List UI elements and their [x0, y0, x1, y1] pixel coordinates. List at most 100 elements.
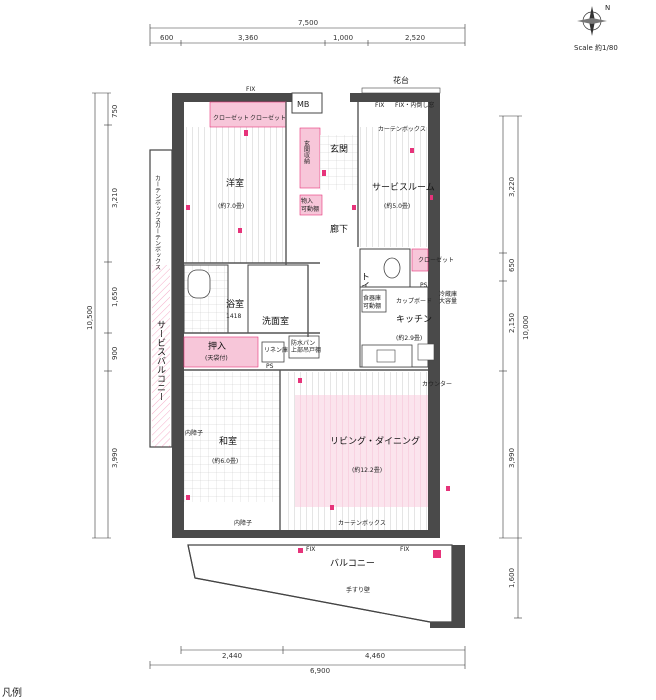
fix-bottom-left: FIX — [306, 546, 315, 553]
oshiire — [183, 336, 259, 368]
toilet-label: トイレ — [359, 272, 370, 299]
dim-left-total: 10,500 — [86, 306, 94, 331]
ps-2-label: PS — [420, 282, 428, 289]
curtain-box-bottom: カーテンボックス — [338, 519, 386, 527]
kitchen-size: (約2.9畳) — [396, 334, 422, 342]
dim-left-1: 750 — [111, 105, 119, 118]
linen-label: リネン庫 — [264, 346, 288, 354]
dim-right-3: 2,150 — [508, 313, 516, 333]
japanese-room-label: 和室 — [219, 435, 237, 447]
service-room — [358, 127, 428, 247]
hanadai-box — [361, 87, 441, 94]
storage-shelf — [299, 194, 323, 216]
legend-label: 凡例 — [2, 688, 22, 699]
right-dimensions — [499, 115, 522, 619]
closet-2-label: クローゼット — [250, 114, 286, 122]
western-room — [184, 127, 286, 263]
dim-left-4: 900 — [111, 347, 119, 360]
outlet-markers — [186, 130, 450, 558]
storage-note: 可動棚 — [301, 205, 319, 213]
dim-right-1: 3,220 — [508, 177, 516, 197]
ps-1-label: PS — [266, 363, 274, 370]
service-balcony-hatch — [152, 265, 170, 447]
closet-3 — [411, 248, 429, 272]
outer-walls — [172, 93, 440, 538]
dim-left-3: 1,650 — [111, 287, 119, 307]
service-balcony-label: サービスバルコニー — [155, 320, 166, 401]
scale-text: Scale 約1/80 — [574, 43, 618, 52]
interior-walls — [184, 102, 428, 530]
linen-closet — [261, 341, 285, 363]
dim-right-4: 3,990 — [508, 448, 516, 468]
hanadai-label: 花台 — [393, 75, 409, 85]
dim-left-5: 3,990 — [111, 448, 119, 468]
compass: N — [577, 4, 610, 36]
washroom-label: 洗面室 — [262, 315, 289, 327]
naishoji-2: 内障子 — [234, 519, 252, 527]
fix-top: FIX — [375, 102, 384, 109]
dim-left-2: 3,210 — [111, 188, 119, 208]
mb-box — [291, 92, 323, 114]
washer-pan-label: 防水パン — [291, 339, 315, 347]
dim-bottom-1: 2,440 — [222, 652, 242, 660]
fix-uchitaore: FIX・内倒し窓 — [395, 101, 434, 109]
toilet-room — [359, 248, 411, 288]
curtain-box-top: カーテンボックス — [378, 125, 426, 133]
living-size: (約12.2畳) — [352, 466, 382, 474]
counter-label: カウンター — [422, 380, 452, 388]
dim-bottom-total: 6,900 — [310, 667, 330, 675]
refrigerator-label: 冷蔵庫 — [439, 290, 457, 298]
bathtub-icon — [187, 269, 211, 299]
mb-label: MB — [297, 100, 309, 109]
yamato-label: 大容量 — [439, 297, 457, 305]
dim-top-total: 7,500 — [298, 19, 318, 27]
storage-label: 物入 — [301, 197, 313, 205]
handrail-label: 手すり壁 — [346, 586, 370, 594]
bottom-dimensions — [149, 646, 466, 669]
fix-bottom-right: FIX — [400, 546, 409, 553]
closet-western — [209, 101, 287, 128]
washer-note: 上部吊戸棚 — [291, 346, 321, 354]
closet-3-label: クローゼット — [418, 256, 454, 264]
dim-top-3: 1,000 — [333, 34, 353, 42]
left-dimensions — [92, 92, 112, 539]
service-room-label: サービスルーム — [372, 182, 435, 193]
balcony-label: バルコニー — [330, 558, 375, 569]
compass-letter: N — [605, 4, 610, 12]
dim-right-2: 650 — [508, 259, 516, 272]
western-room-label: 洋室 — [226, 177, 244, 189]
dim-top-1: 600 — [160, 34, 173, 42]
food-storage-label: 食器庫 — [363, 294, 381, 302]
washroom — [247, 264, 309, 334]
entrance-label: 玄関 — [330, 143, 348, 155]
curtain-box-left-1: カーテンボックス — [154, 175, 161, 223]
western-room-size: (約7.0畳) — [218, 202, 244, 210]
bath-size: 1418 — [226, 313, 241, 320]
living-label: リビング・ダイニング — [330, 435, 420, 447]
dim-top-2: 3,360 — [238, 34, 258, 42]
fix-left: FIX — [246, 86, 255, 93]
dim-right-total: 10,000 — [522, 316, 530, 341]
food-storage-note: 可動棚 — [363, 302, 381, 310]
toilet-icon — [383, 257, 401, 279]
curtain-box-left-2: カーテンボックス — [154, 222, 161, 270]
japanese-room-size: (約6.0畳) — [212, 457, 238, 465]
food-storage — [361, 289, 387, 313]
dim-bottom-2: 4,460 — [365, 652, 385, 660]
oshiire-label: 押入 — [208, 340, 226, 352]
service-room-size: (約5.0畳) — [384, 202, 410, 210]
sink-icon — [376, 349, 396, 363]
naishoji-1: 内障子 — [185, 429, 203, 437]
hall-label: 廊下 — [330, 223, 348, 235]
closet-1-label: クローゼット — [213, 114, 249, 122]
stove-icon — [417, 343, 435, 361]
top-dimensions — [149, 24, 466, 46]
entrance-floor — [320, 135, 358, 190]
living-highlight — [295, 395, 428, 507]
dim-top-4: 2,520 — [405, 34, 425, 42]
kitchen-label: キッチン — [396, 314, 432, 325]
oshiire-note: (天袋付) — [205, 354, 228, 362]
dim-right-balcony: 1,600 — [508, 568, 516, 588]
cupboard-label: カップボード — [396, 297, 432, 305]
